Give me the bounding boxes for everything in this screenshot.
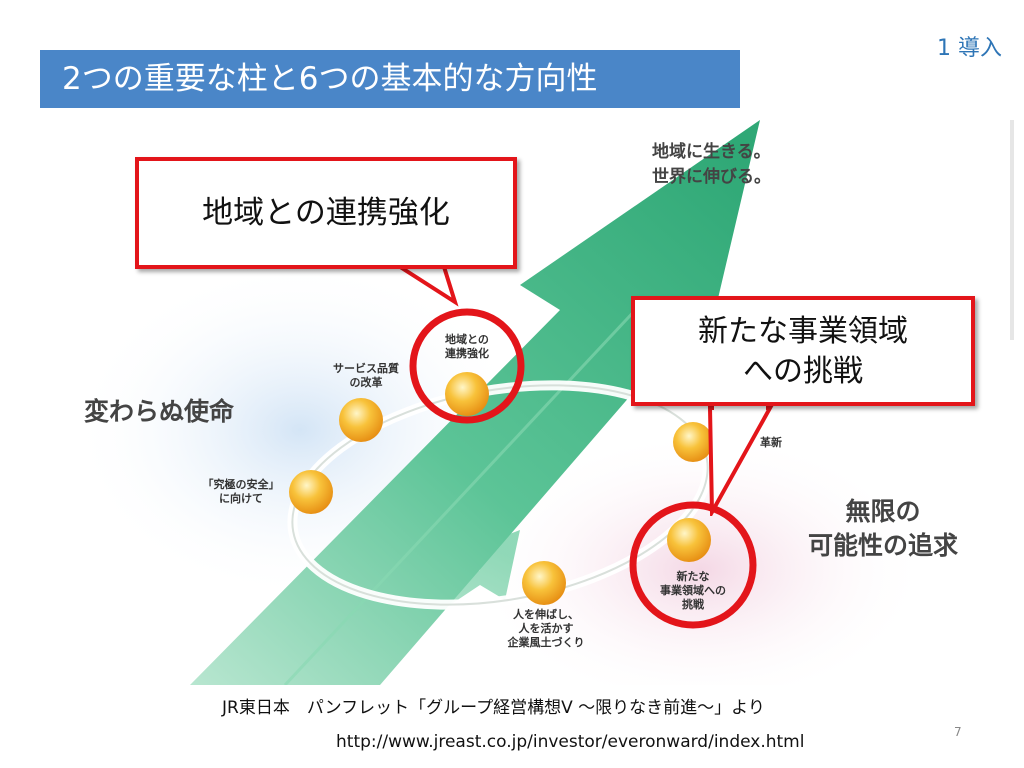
orb-innovation <box>673 422 713 462</box>
strategy-diagram <box>70 120 930 685</box>
page-number: 7 <box>954 725 962 739</box>
edge-divider <box>1010 120 1014 340</box>
callout-business: 新たな事業領域 への挑戦 <box>631 296 975 406</box>
callout-business-tail <box>707 405 774 516</box>
orb-service <box>339 398 383 442</box>
slide-title: 2つの重要な柱と6つの基本的な方向性 <box>40 50 740 108</box>
node-label-safety: 「究極の安全」に向けて <box>202 478 280 505</box>
main-arrow-ridge <box>283 303 642 685</box>
node-label-innovation: 革新 <box>760 436 782 449</box>
node-label-business: 新たな事業領域への挑戦 <box>660 570 726 611</box>
orb-business <box>667 518 711 562</box>
arrow-slogan: 地域に生きる。 世界に伸びる。 <box>652 142 771 187</box>
node-label-region: 地域との連携強化 <box>445 333 489 360</box>
orb-people <box>522 561 566 605</box>
node-label-service: サービス品質の改革 <box>333 362 399 389</box>
source-url[interactable]: http://www.jreast.co.jp/investor/everonw… <box>336 732 805 752</box>
heading-possibility: 無限の 可能性の追求 <box>807 497 958 560</box>
source-citation: JR東日本 パンフレット「グループ経営構想V ～限りなき前進～」より <box>222 698 765 718</box>
orb-safety <box>289 470 333 514</box>
orb-region <box>445 372 489 416</box>
callout-region: 地域との連携強化 <box>135 157 517 269</box>
highlight-business <box>629 501 757 629</box>
highlight-region <box>409 308 525 424</box>
heading-mission: 変わらぬ使命 <box>84 397 235 426</box>
section-label: 1 導入 <box>937 36 1002 61</box>
node-label-people: 人を伸ばし、人を活かす企業風土づくり <box>507 608 585 649</box>
